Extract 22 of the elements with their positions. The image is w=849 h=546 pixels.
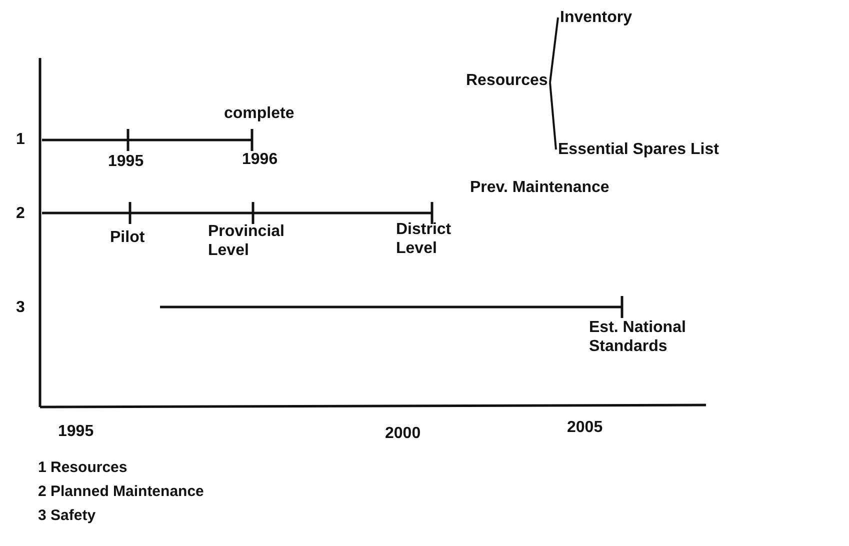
milestone-label: Pilot	[110, 228, 145, 247]
legend-item: 2 Planned Maintenance	[38, 482, 204, 501]
year-label: 1996	[242, 150, 278, 169]
milestone-label: District Level	[396, 220, 452, 258]
milestone-label: Est. National Standards	[589, 318, 687, 356]
branch-label: Essential Spares List	[558, 140, 719, 159]
row-title: Prev. Maintenance	[470, 178, 610, 197]
year-label: 1995	[108, 152, 144, 171]
branch-label: Resources	[466, 71, 548, 90]
axis-tick-label: 1995	[58, 422, 94, 441]
branch-label: Inventory	[560, 8, 632, 27]
row-number: 1	[16, 130, 25, 149]
legend-item: 3 Safety	[38, 506, 96, 525]
legend-item: 1 Resources	[38, 458, 128, 477]
status-label: complete	[224, 104, 294, 123]
axis-tick-label: 2005	[567, 418, 603, 437]
row-number: 3	[16, 298, 25, 317]
milestone-label: Provincial Level	[208, 222, 286, 260]
branch-line	[549, 17, 559, 83]
branch-line	[549, 82, 557, 150]
row-number: 2	[16, 204, 25, 223]
axis-tick-label: 2000	[385, 424, 421, 443]
